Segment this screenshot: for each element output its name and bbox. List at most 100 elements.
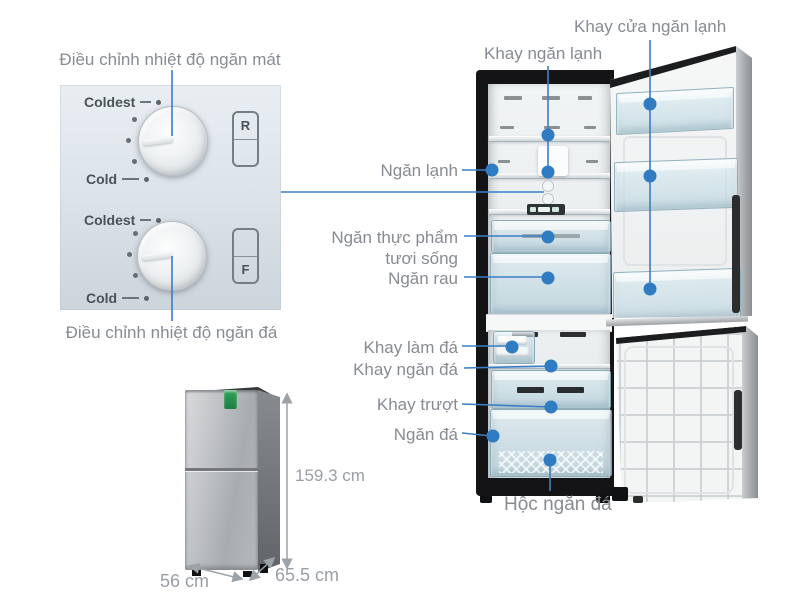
display-knob [542,180,554,192]
drawer-handle-slot [517,387,544,393]
drawer-rim [493,256,608,263]
dot-freezer-tray [544,359,558,373]
vent-slot [586,160,598,163]
cooler-door-open [610,46,752,318]
fridge-foot [596,494,610,503]
dot-shelf-2 [541,165,555,179]
dimension-arrows [188,392,293,583]
drawer-rim [494,223,608,230]
drawer-rim [494,373,608,380]
callout-ice-tray: Khay làm đá [363,338,459,357]
bullet-mark [144,295,150,301]
door-steel-edge [740,326,758,504]
dot-shelf-1 [541,128,555,142]
cooler-temperature-dial [138,106,208,176]
bullet-mark [144,176,150,182]
callout-freezer: Ngăn đá [393,425,458,444]
dash-mark [122,178,140,180]
callout-freezer-tray: Khay ngăn đá [353,360,458,379]
door-handle-groove [732,195,740,313]
dial-scale-dot [127,252,132,257]
dial-scale-dot [132,117,137,122]
mini-fridge-foot [243,571,252,577]
mini-fridge-side [258,390,280,572]
dash-mark [140,101,152,103]
depth-dimension-label: 65.5 cm [275,565,340,585]
freezer-door-open [616,326,758,504]
connector-dots [485,97,657,467]
callout-vegetable: Ngăn rau [388,269,458,288]
freezer-door-inner-panel [616,330,742,502]
freezer-dial-min-label: Cold [86,290,150,306]
dial-scale-dot [133,231,138,236]
cooler-dial-min-label: Cold [86,171,150,187]
width-dimension-label: 56 cm [160,571,210,591]
coldest-text: Coldest [84,212,136,228]
dash-mark [122,297,140,299]
dot-sliding-tray [544,400,558,414]
drawer-rim [493,412,609,419]
cooler-temperature-title: Điều chỉnh nhiệt độ ngăn mát [59,50,281,69]
r-compartment-button: R [232,111,259,167]
control-panel-image: Coldest Cold R Coldest Cold [60,85,281,310]
led-segment [530,207,536,212]
door-recess-panel [624,346,734,494]
connector-sliding-tray [461,403,551,408]
callout-sliding-tray: Khay trượt [376,395,458,414]
vent-slot [498,160,510,163]
fridge-foot [480,496,492,503]
dash-mark [140,219,152,221]
callout-shelf-cooler: Khay ngăn lạnh [484,44,603,63]
vent-slot [584,126,596,129]
door-caster [633,496,643,503]
callout-cooler: Ngăn lạnh [380,161,458,180]
vent-slot [500,126,514,129]
height-dimension-label: 159.3 cm [295,466,365,485]
bullet-mark [156,99,162,105]
mini-fridge-door-gap [185,468,258,471]
coldest-text: Coldest [84,94,136,110]
r-button-letter: R [234,113,257,140]
dot-fresh-food [541,230,555,244]
callout-freezer-drawer: Hộc ngăn đá [504,494,612,515]
vent-slot [578,96,592,100]
cold-text: Cold [86,290,118,306]
freezer-dial-max-label: Coldest [84,212,162,228]
dial-scale-dot [133,273,138,278]
dot-cooler [485,163,499,177]
dot-freezer [486,429,500,443]
connector-freezer-tray [463,365,551,369]
led-segment [538,207,550,212]
f-compartment-button: F [232,228,259,284]
energy-label [224,390,237,409]
door-foot [612,487,628,501]
cold-text: Cold [86,171,118,187]
f-button-blank-cell [234,230,257,257]
callout-fresh-food-line2: tươi sống [385,249,458,268]
f-button-letter: F [241,261,250,277]
depth-arrow [248,556,276,582]
callout-fresh-food: Ngăn thực phẩm tươi sống [331,227,458,269]
connector-lines [171,40,651,491]
vent-slot [544,126,560,129]
vent-slot [542,96,560,100]
width-arrow [188,562,244,583]
door-handle-groove [734,390,742,450]
dot-freezer-drawer [543,453,557,467]
vent-slot [560,332,586,337]
dot-door-bin-3 [643,282,657,296]
freezer-temperature-title: Điều chỉnh nhiệt độ ngăn đá [65,323,278,342]
led-display [527,204,565,215]
cooler-dial-max-label: Coldest [84,94,162,110]
dot-ice-tray [505,340,519,354]
callout-fresh-food-line1: Ngăn thực phẩm [331,228,458,247]
drawer-handle-slot [557,387,584,393]
callout-door-tray-cooler: Khay cửa ngăn lạnh [574,17,727,36]
dot-door-bin-1 [643,97,657,111]
dial-scale-dot [132,159,137,164]
bullet-mark [156,217,162,223]
dial-scale-dot [126,138,131,143]
dot-vegetable [541,271,555,285]
